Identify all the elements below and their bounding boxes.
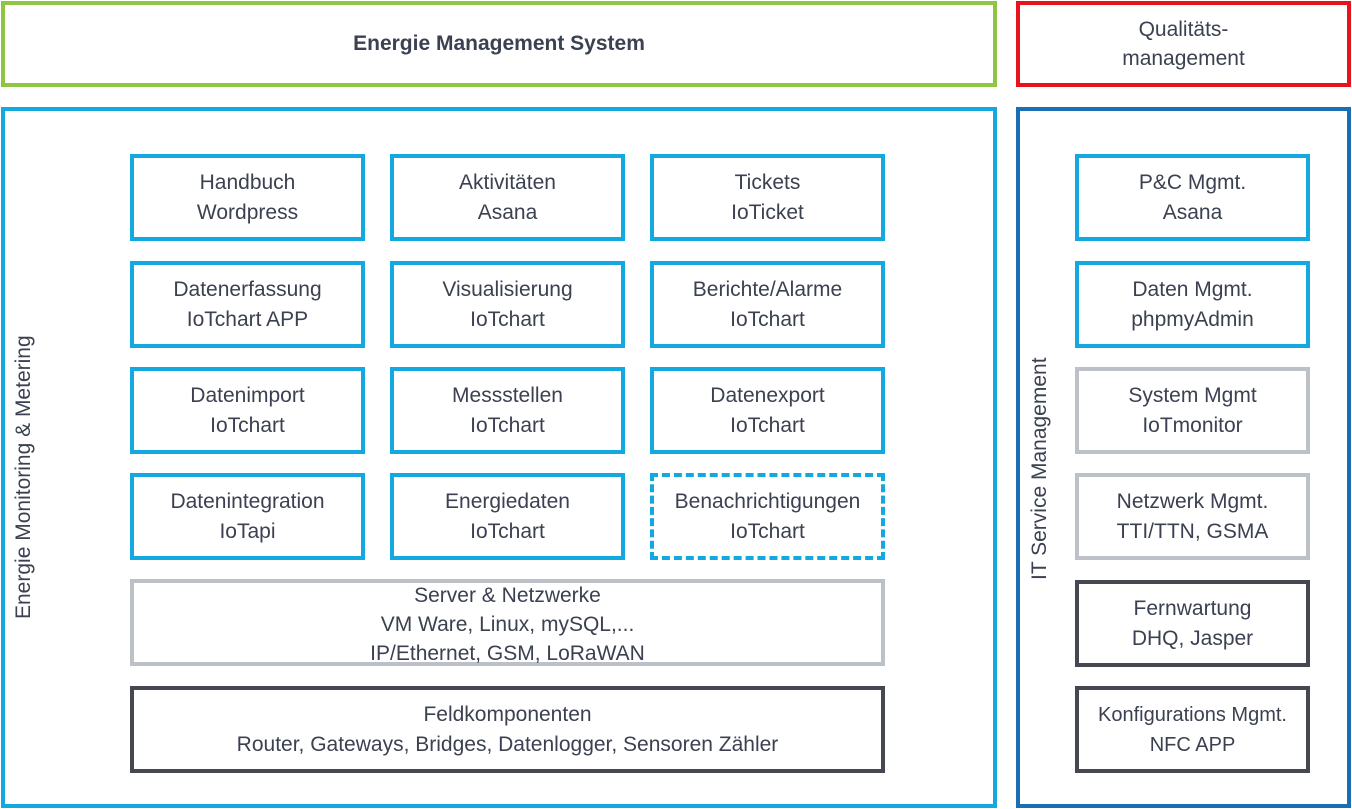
it-mgmt-name: P&C Mgmt.	[1138, 170, 1247, 194]
energie-monitoring-label: Energie Monitoring & Metering	[12, 335, 35, 619]
module-name: Berichte/Alarme	[692, 277, 843, 301]
module-tool: IoTchart	[730, 307, 805, 331]
module-tool: IoTapi	[219, 519, 276, 543]
it-mgmt-tool: NFC APP	[1149, 733, 1236, 756]
it-service-management-panel	[1016, 107, 1351, 808]
it-mgmt-box: P&C Mgmt. Asana	[1075, 154, 1310, 241]
module-tool: IoTchart	[470, 413, 545, 437]
module-name: Tickets	[734, 170, 801, 194]
it-mgmt-tool: Asana	[1162, 200, 1223, 224]
module-tool: IoTchart	[470, 307, 545, 331]
module-name: Benachrichtigungen	[674, 489, 861, 513]
module-box: Datenerfassung IoTchart APP	[130, 261, 365, 348]
module-tool: IoTchart	[730, 413, 805, 437]
energie-management-system-box: Energie Management System	[1, 1, 997, 87]
module-name: Energiedaten	[445, 489, 570, 513]
module-box-planned: Benachrichtigungen IoTchart	[650, 473, 885, 560]
module-tool: IoTchart	[470, 519, 545, 543]
it-mgmt-tool: TTI/TTN, GSMA	[1116, 519, 1269, 543]
server-netzwerke-box: Server & Netzwerke VM Ware, Linux, mySQL…	[130, 579, 885, 666]
energie-monitoring-panel	[1, 107, 997, 808]
module-box: Tickets IoTicket	[650, 154, 885, 241]
it-mgmt-tool: IoTmonitor	[1142, 413, 1243, 437]
server-line2: VM Ware, Linux, mySQL,...	[380, 613, 635, 636]
module-tool: IoTchart APP	[186, 307, 309, 331]
qm-line1: Qualitäts-	[1138, 18, 1229, 41]
module-box: Datenexport IoTchart	[650, 367, 885, 454]
module-box: Datenimport IoTchart	[130, 367, 365, 454]
it-mgmt-box: System Mgmt IoTmonitor	[1075, 367, 1310, 454]
it-mgmt-box: Konfigurations Mgmt. NFC APP	[1075, 686, 1310, 773]
server-title: Server & Netzwerke	[414, 584, 601, 607]
it-mgmt-name: Daten Mgmt.	[1132, 277, 1253, 301]
it-mgmt-name: Fernwartung	[1133, 596, 1252, 620]
module-name: Visualisierung	[442, 277, 573, 301]
it-mgmt-box: Netzwerk Mgmt. TTI/TTN, GSMA	[1075, 473, 1310, 560]
it-mgmt-name: Netzwerk Mgmt.	[1116, 489, 1269, 513]
it-mgmt-name: Konfigurations Mgmt.	[1098, 703, 1287, 726]
server-line3: IP/Ethernet, GSM, LoRaWAN	[370, 642, 645, 665]
module-tool: IoTchart	[210, 413, 285, 437]
module-name: Messstellen	[452, 383, 563, 407]
module-box: Handbuch Wordpress	[130, 154, 365, 241]
module-name: Datenerfassung	[173, 277, 322, 301]
module-name: Datenintegration	[170, 489, 325, 513]
module-tool: Wordpress	[196, 200, 299, 224]
it-service-management-label: IT Service Management	[1028, 357, 1051, 580]
it-mgmt-tool: DHQ, Jasper	[1131, 626, 1254, 650]
module-box: Messstellen IoTchart	[390, 367, 625, 454]
module-box: Energiedaten IoTchart	[390, 473, 625, 560]
it-mgmt-tool: phpmyAdmin	[1131, 307, 1254, 331]
it-mgmt-name: System Mgmt	[1128, 383, 1257, 407]
qm-line2: management	[1122, 47, 1245, 70]
module-name: Aktivitäten	[459, 170, 556, 194]
module-tool: IoTicket	[731, 200, 804, 224]
module-tool: IoTchart	[730, 519, 805, 543]
module-name: Handbuch	[199, 170, 296, 194]
it-mgmt-box: Daten Mgmt. phpmyAdmin	[1075, 261, 1310, 348]
field-title: Feldkomponenten	[423, 702, 592, 726]
module-name: Datenimport	[190, 383, 305, 407]
qualitaetsmanagement-box: Qualitäts- management	[1016, 1, 1351, 87]
feldkomponenten-box: Feldkomponenten Router, Gateways, Bridge…	[130, 686, 885, 773]
field-line2: Router, Gateways, Bridges, Datenlogger, …	[236, 732, 779, 756]
module-box: Visualisierung IoTchart	[390, 261, 625, 348]
module-tool: Asana	[477, 200, 538, 224]
module-name: Datenexport	[710, 383, 825, 407]
module-box: Aktivitäten Asana	[390, 154, 625, 241]
it-mgmt-box: Fernwartung DHQ, Jasper	[1075, 580, 1310, 667]
ems-title: Energie Management System	[353, 32, 645, 55]
module-box: Datenintegration IoTapi	[130, 473, 365, 560]
module-box: Berichte/Alarme IoTchart	[650, 261, 885, 348]
